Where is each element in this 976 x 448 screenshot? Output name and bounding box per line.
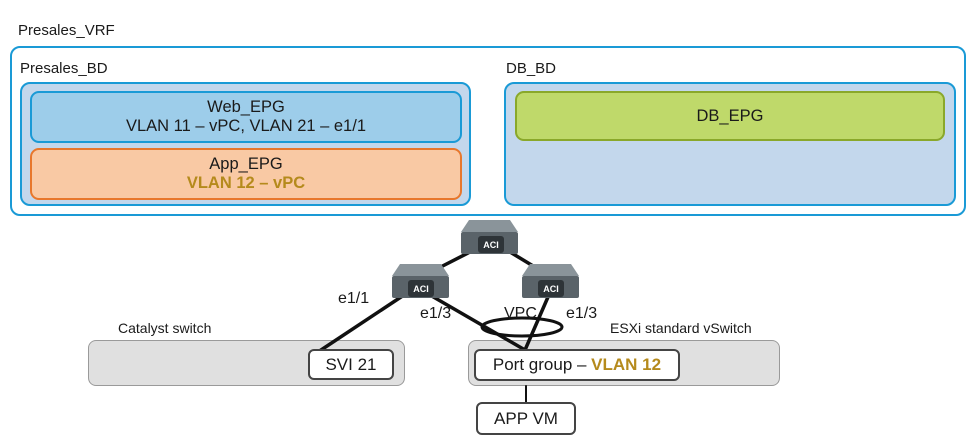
- db-epg[interactable]: DB_EPG: [515, 91, 945, 141]
- app-epg[interactable]: App_EPG VLAN 12 – vPC: [30, 148, 462, 200]
- web-epg-name: Web_EPG: [207, 98, 285, 116]
- leaf1-portgroup-link: [428, 293, 527, 352]
- presales-bd-label: Presales_BD: [20, 60, 108, 77]
- catalyst-switch-label: Catalyst switch: [118, 320, 212, 336]
- port-group-prefix: Port group –: [492, 355, 592, 374]
- leaf-switch-left-icon: [392, 264, 449, 298]
- db-epg-name: DB_EPG: [696, 106, 764, 125]
- app-vm-box[interactable]: APP VM: [476, 402, 576, 435]
- link-label-e1-1: e1/1: [338, 290, 370, 307]
- link-label-e1-3-right: e1/3: [566, 305, 598, 322]
- leaf2-portgroup-link: [523, 295, 550, 352]
- svi-21-box[interactable]: SVI 21: [308, 349, 394, 380]
- leaf-switch-right-icon: [522, 264, 579, 298]
- leaf-left-aci-label: ACI: [413, 284, 429, 294]
- svi-21-label: SVI 21: [325, 354, 377, 374]
- app-epg-name: App_EPG: [209, 155, 283, 173]
- link-label-vpc: VPC: [504, 305, 537, 322]
- web-epg-detail: VLAN 11 – vPC, VLAN 21 – e1/1: [126, 117, 366, 135]
- esxi-vswitch-label: ESXi standard vSwitch: [610, 320, 752, 336]
- leaf1-catalyst-link: [316, 293, 406, 354]
- vrf-label: Presales_VRF: [18, 22, 115, 39]
- app-vm-label: APP VM: [494, 408, 558, 428]
- port-group-box[interactable]: Port group – VLAN 12: [474, 349, 680, 381]
- port-group-vlan: VLAN 12: [591, 355, 662, 374]
- db-bd-label: DB_BD: [506, 60, 557, 77]
- spine-aci-label: ACI: [483, 240, 499, 250]
- app-epg-detail: VLAN 12 – vPC: [186, 174, 306, 192]
- leaf-right-aci-label: ACI: [543, 284, 559, 294]
- spine-switch-icon: [461, 220, 518, 254]
- vpc-ellipse: [480, 316, 564, 338]
- link-label-e1-3-left: e1/3: [420, 305, 452, 322]
- web-epg[interactable]: Web_EPG VLAN 11 – vPC, VLAN 21 – e1/1: [30, 91, 462, 143]
